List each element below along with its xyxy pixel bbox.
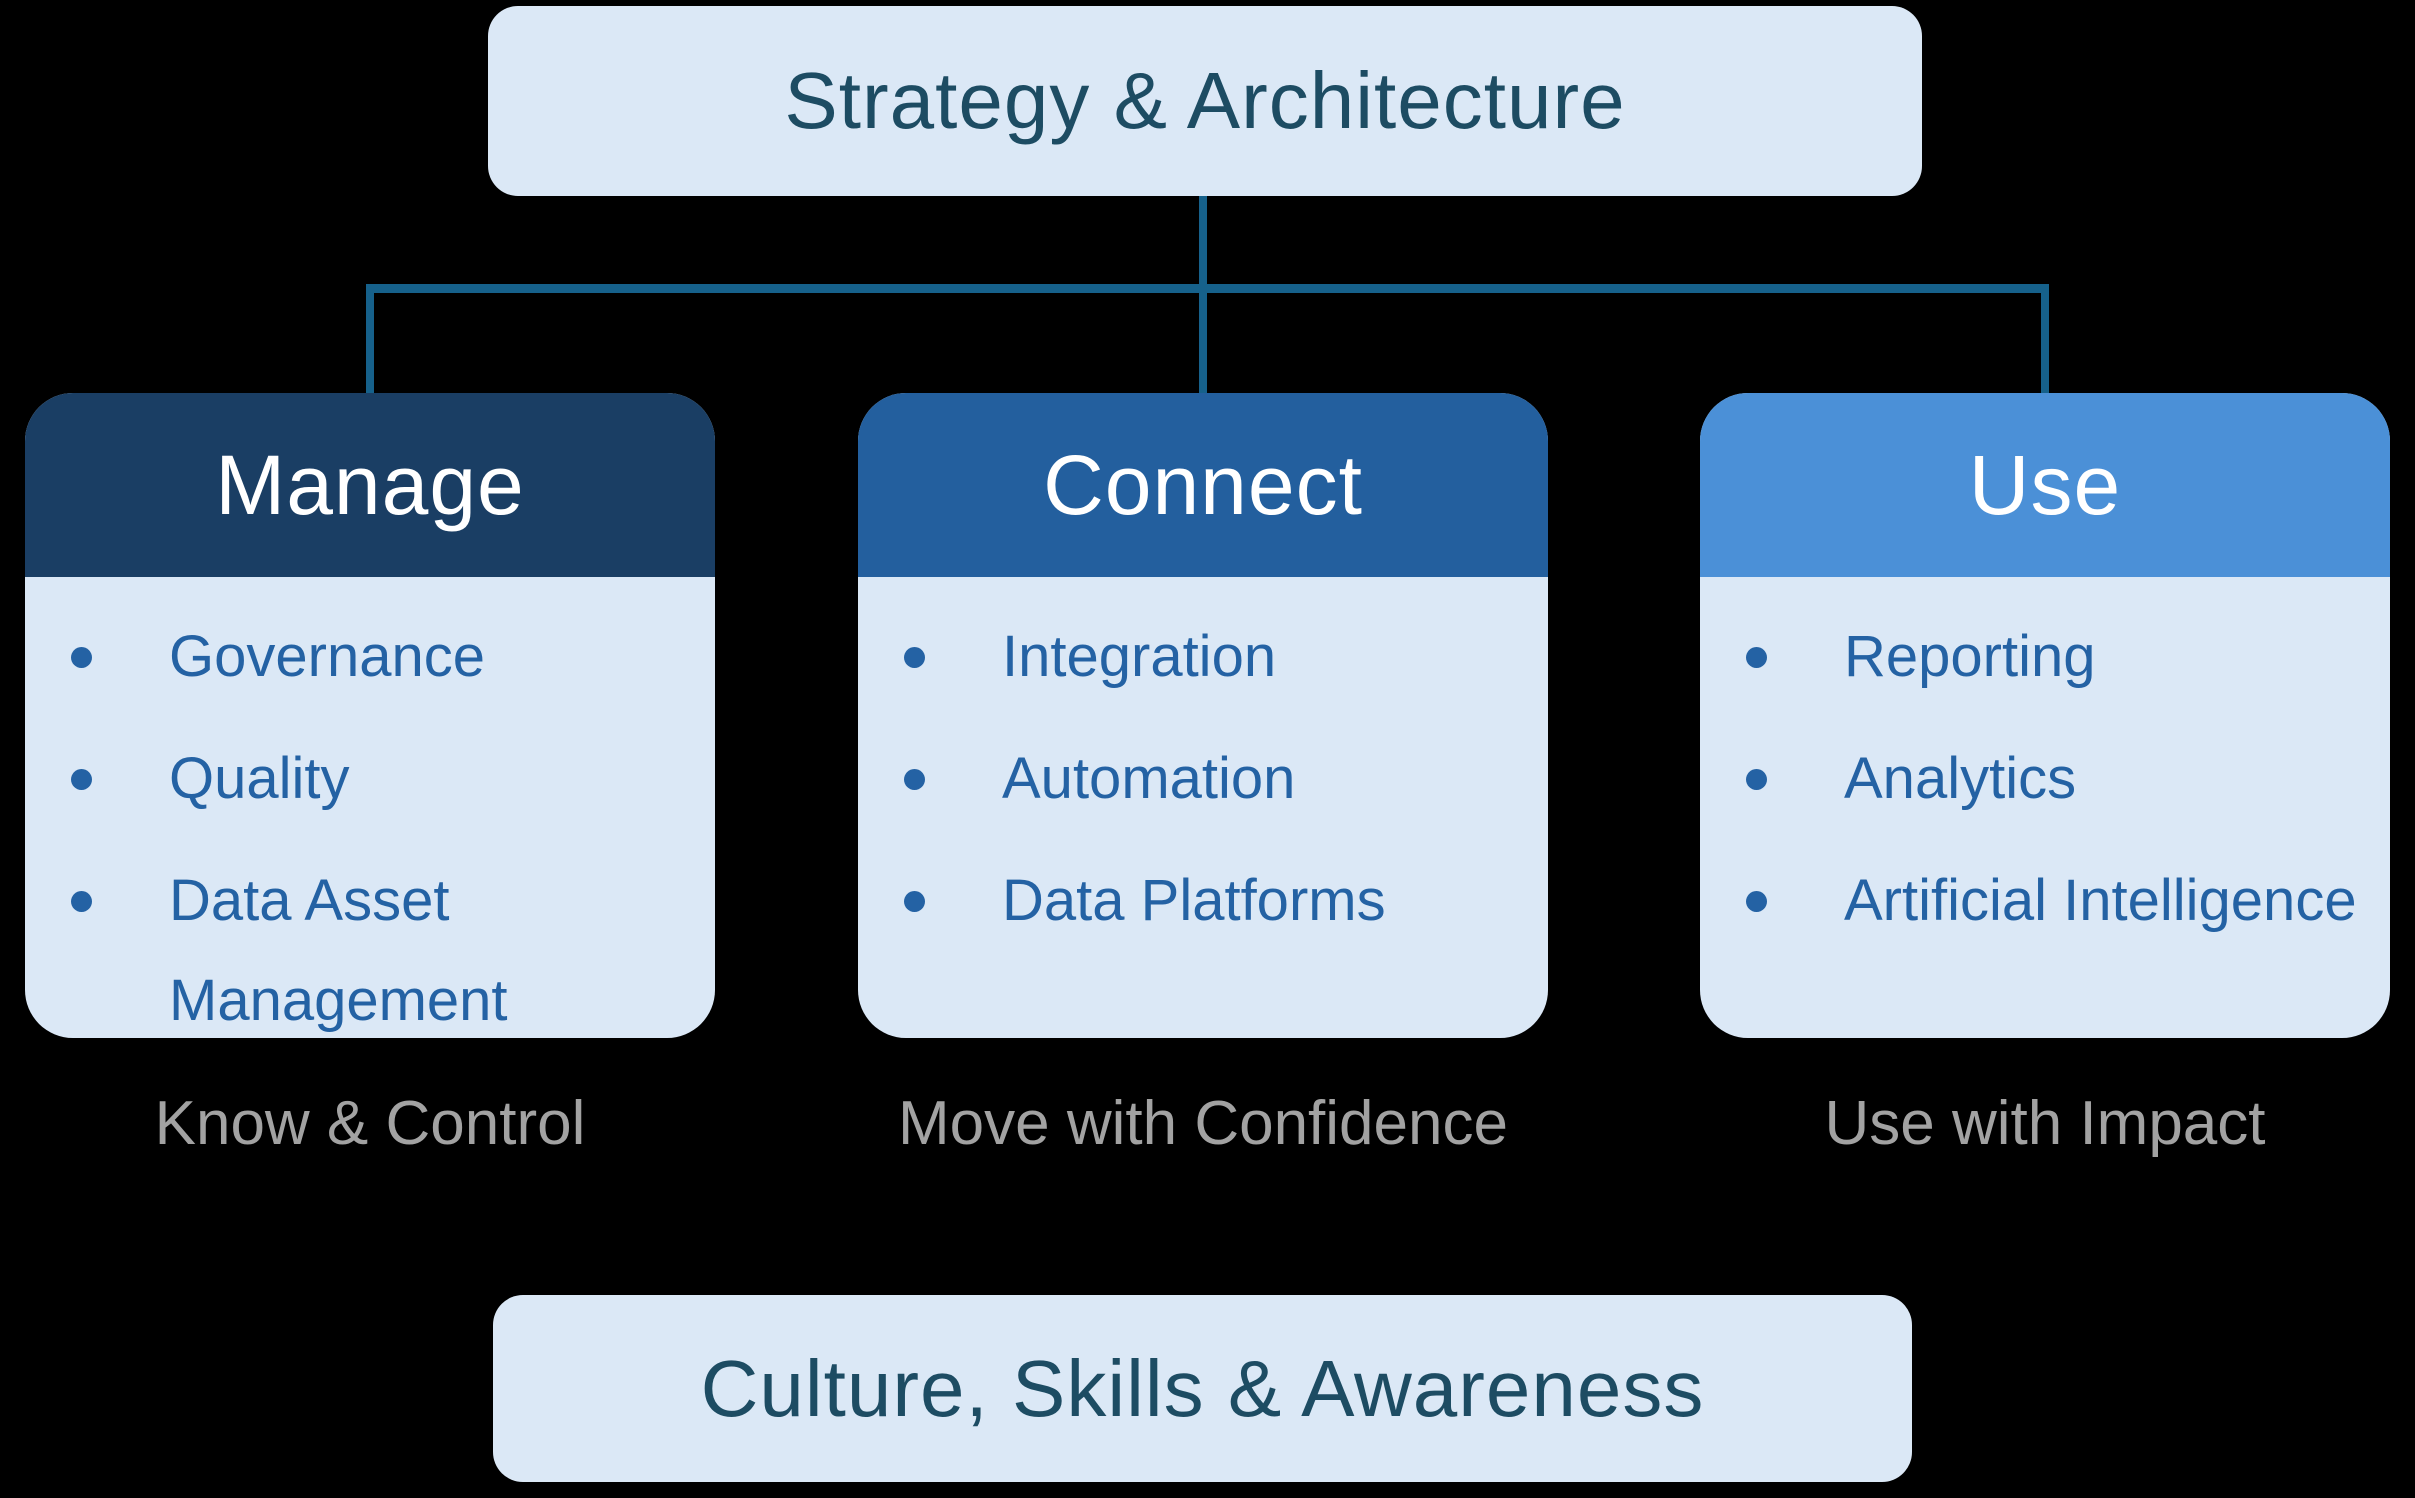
manage-card-body: Governance Quality Data Asset Management <box>25 577 715 1038</box>
list-item: Governance <box>25 607 685 707</box>
manage-caption: Know & Control <box>154 1088 586 1158</box>
manage-card-header: Manage <box>25 393 715 577</box>
culture-skills-awareness-box: Culture, Skills & Awareness <box>493 1295 1912 1482</box>
connector-right-stub <box>2041 284 2049 396</box>
bullet-icon <box>71 769 92 790</box>
connect-card-body: Integration Automation Data Platforms <box>858 577 1548 951</box>
list-item: Reporting <box>1700 607 2360 707</box>
use-item-artificial-intelligence: Artificial Intelligence <box>1844 868 2357 933</box>
manage-card-title: Manage <box>215 437 525 532</box>
list-item: Automation <box>858 729 1518 829</box>
connect-item-data-platforms: Data Platforms <box>1002 868 1386 933</box>
bullet-icon <box>1746 769 1767 790</box>
connect-card: Connect Integration Automation Data Plat… <box>858 393 1548 1038</box>
use-item-reporting: Reporting <box>1844 624 2096 689</box>
list-item: Artificial Intelligence <box>1700 851 2360 951</box>
strategy-architecture-box: Strategy & Architecture <box>488 6 1922 196</box>
bullet-icon <box>904 647 925 668</box>
bullet-icon <box>904 769 925 790</box>
list-item: Quality <box>25 729 685 829</box>
use-caption: Use with Impact <box>1824 1088 2266 1158</box>
list-item: Data Asset Management <box>25 851 685 1038</box>
connect-item-automation: Automation <box>1002 746 1296 811</box>
use-item-analytics: Analytics <box>1844 746 2077 811</box>
list-item: Integration <box>858 607 1518 707</box>
list-item: Analytics <box>1700 729 2360 829</box>
use-card: Use Reporting Analytics Artificial Intel… <box>1700 393 2390 1038</box>
connect-card-header: Connect <box>858 393 1548 577</box>
connect-caption: Move with Confidence <box>898 1088 1508 1158</box>
connect-item-integration: Integration <box>1002 624 1277 689</box>
use-card-header: Use <box>1700 393 2390 577</box>
manage-card: Manage Governance Quality Data Asset Man… <box>25 393 715 1038</box>
connect-card-title: Connect <box>1043 437 1363 532</box>
use-card-title: Use <box>1968 437 2122 532</box>
manage-item-governance: Governance <box>169 624 485 689</box>
connector-horizontal-line <box>366 284 2049 293</box>
manage-item-data-asset-management: Data Asset Management <box>169 868 508 1033</box>
list-item: Data Platforms <box>858 851 1518 951</box>
bullet-icon <box>904 891 925 912</box>
manage-item-quality: Quality <box>169 746 350 811</box>
culture-skills-awareness-label: Culture, Skills & Awareness <box>700 1343 1705 1433</box>
bullet-icon <box>71 891 92 912</box>
connector-left-stub <box>366 284 374 396</box>
connector-top-stub <box>1199 196 1207 288</box>
connector-middle-stub <box>1199 284 1207 396</box>
strategy-architecture-label: Strategy & Architecture <box>784 56 1626 145</box>
bullet-icon <box>1746 891 1767 912</box>
bullet-icon <box>71 647 92 668</box>
use-card-body: Reporting Analytics Artificial Intellige… <box>1700 577 2390 951</box>
bullet-icon <box>1746 647 1767 668</box>
